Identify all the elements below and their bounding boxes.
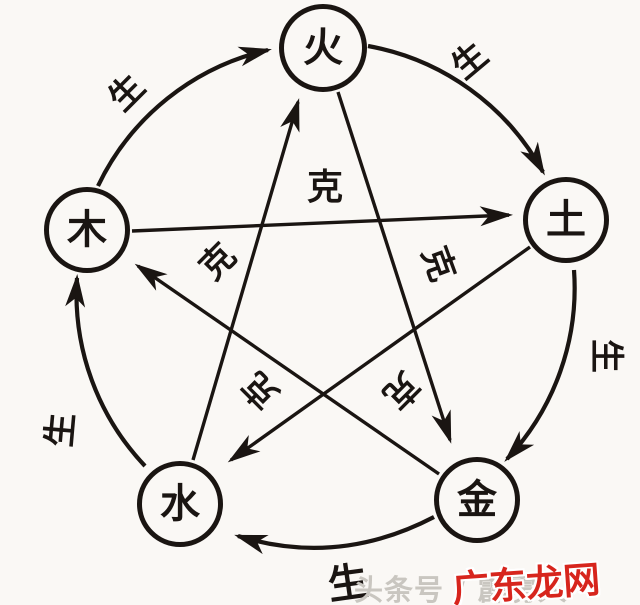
ke-line-wood-earth [131,206,513,233]
sheng-arc-metal-water [234,515,435,555]
node-water-label: 水 [160,480,200,527]
node-wood: 木 [44,187,130,273]
node-earth-label: 土 [546,196,586,243]
sheng-label-water-wood: 生 [39,411,83,449]
sheng-arc-fire-earth [367,43,545,176]
node-water: 水 [137,461,223,547]
ke-label-wood-earth: 克 [306,166,344,208]
sheng-arc-earth-metal [504,269,577,462]
sheng-arc-water-wood [65,274,147,468]
node-earth: 土 [523,177,609,263]
ke-line-water-fire [191,98,300,461]
node-fire: 火 [279,4,367,92]
node-metal: 金 [434,457,520,543]
sheng-arc-wood-fire [96,46,272,187]
watermark-byline: 头条号 / 霹雳人 [354,573,568,605]
ke-line-fire-metal [336,91,452,444]
node-metal-label: 金 [457,476,497,523]
watermark-site-logo: 广东龙网 [450,557,602,605]
ke-line-earth-water [227,245,531,463]
ke-line-metal-wood [134,263,440,476]
sheng-label-earth-metal: 生 [586,339,626,373]
node-wood-label: 木 [67,206,107,253]
node-fire-label: 火 [303,24,343,71]
